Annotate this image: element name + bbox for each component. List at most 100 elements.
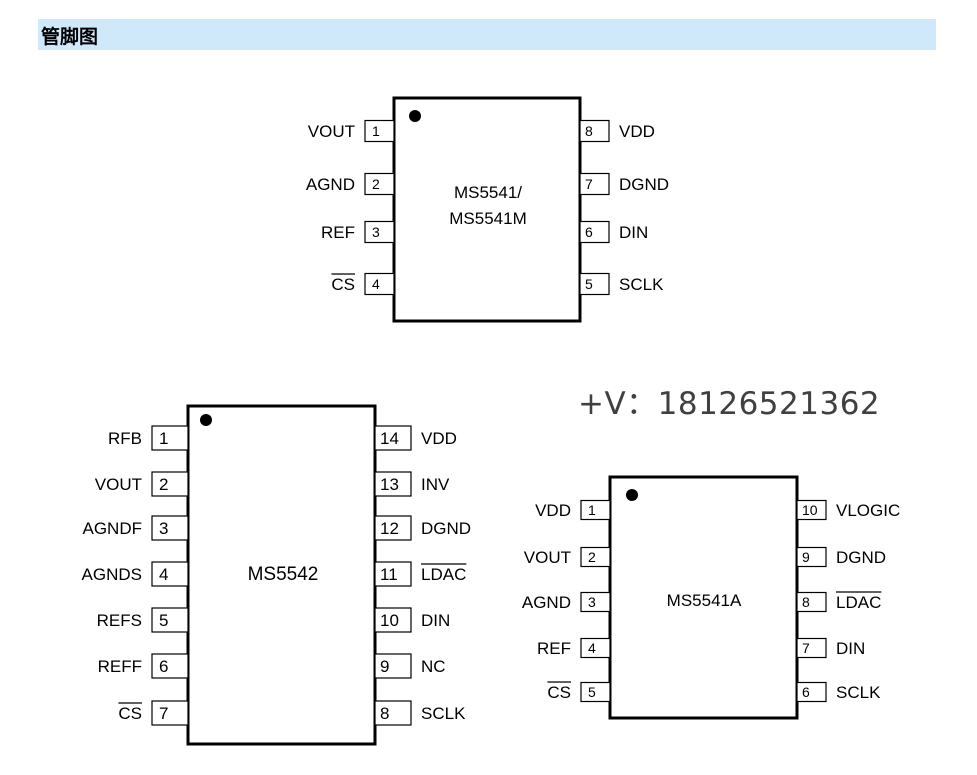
chip-body (392, 96, 582, 323)
pin-number: 1 (588, 502, 596, 518)
pin-box (151, 700, 189, 726)
pin-box (374, 653, 412, 679)
contact-number: +V：18126521362 (578, 386, 881, 422)
pin1-marker-dot (409, 110, 421, 122)
pin-label: LDAC (421, 565, 466, 584)
pin-label: VOUT (524, 548, 571, 567)
pin-cs: 5 CS (547, 681, 611, 703)
pin-dgnd: 12 DGND (374, 515, 471, 541)
section-title: 管脚图 (41, 26, 99, 48)
pin-box (374, 425, 412, 451)
pin-number: 7 (585, 176, 593, 192)
pin-label: DGND (619, 175, 669, 194)
pin-number: 5 (588, 684, 596, 700)
pin-label: VOUT (308, 122, 355, 141)
pin-number: 2 (588, 549, 596, 565)
chip-name: MS5541A (667, 591, 742, 610)
pin-din: 10 DIN (374, 607, 450, 633)
pin-number: 4 (372, 276, 380, 292)
pin-box (151, 515, 189, 541)
pin-number: 3 (588, 594, 596, 610)
pin-number: 10 (380, 611, 399, 630)
pin-box (374, 700, 412, 726)
pin-number: 14 (380, 429, 399, 448)
pin-vout: 2 VOUT (524, 546, 611, 568)
pin-label: NC (421, 657, 446, 676)
pin-box (374, 607, 412, 633)
chip-name: MS5541M (449, 209, 526, 228)
pin-ldac: 11 LDAC (374, 561, 467, 587)
pin-label: CS (547, 683, 571, 702)
pin-box (579, 220, 610, 244)
pin-sclk: 8 SCLK (374, 700, 466, 726)
pin-number: 6 (802, 684, 810, 700)
pin-ref: 4 REF (537, 637, 611, 659)
pin-number: 5 (159, 611, 168, 630)
pin-vdd: 8 VDD (579, 119, 655, 143)
pin-box (796, 591, 827, 613)
pin-number: 7 (802, 640, 810, 656)
pin-label: AGNDF (83, 519, 143, 538)
pin-number: 8 (585, 123, 593, 139)
pin-box (364, 172, 395, 196)
pin-label: DIN (836, 639, 865, 658)
pin-number: 9 (802, 549, 810, 565)
section-header: 管脚图 (38, 19, 936, 50)
pin-cs: 4CS (331, 272, 395, 296)
pin-number: 2 (372, 176, 380, 192)
pin-box (151, 425, 189, 451)
pin-box (579, 172, 610, 196)
pin-box (374, 515, 412, 541)
pin-label: VOUT (95, 475, 142, 494)
pin-box (580, 546, 611, 568)
pin-box (580, 637, 611, 659)
pin-label: RFB (108, 429, 142, 448)
pin-label: DIN (421, 611, 450, 630)
pin-refs: 5 REFS (97, 607, 189, 633)
pin-number: 11 (380, 565, 398, 584)
pin-box (374, 471, 412, 497)
pin-label: DGND (421, 519, 471, 538)
pin-dgnd: 7 DGND (579, 172, 669, 196)
pin-din: 7 DIN (796, 637, 865, 659)
chip-body (186, 404, 377, 746)
pin-label: AGND (522, 593, 571, 612)
pin-number: 12 (380, 519, 399, 538)
pin-box (580, 499, 611, 521)
pin-label: REFF (98, 657, 142, 676)
pin-label: VDD (619, 122, 655, 141)
chip-name: MS5541/ (454, 183, 522, 202)
pin-label: REF (537, 639, 571, 658)
pin-box (151, 607, 189, 633)
pin-number: 4 (159, 565, 168, 584)
pin-label: INV (421, 475, 450, 494)
pin-label: CS (118, 704, 142, 723)
pin-box (364, 272, 395, 296)
pin-number: 4 (588, 640, 596, 656)
pin-number: 3 (159, 519, 168, 538)
pin-label: SCLK (421, 704, 466, 723)
pin-number: 1 (372, 123, 380, 139)
pin-box (151, 471, 189, 497)
pin-box (151, 653, 189, 679)
pin-cs: 7 CS (118, 700, 189, 726)
pin-number: 3 (372, 224, 380, 240)
pin-number: 6 (585, 224, 593, 240)
pin-box (364, 220, 395, 244)
pin-number: 7 (159, 704, 168, 723)
pin-label: REFS (97, 611, 142, 630)
pin-label: DIN (619, 223, 648, 242)
pin-label: VLOGIC (836, 501, 900, 520)
pin-number: 8 (802, 594, 810, 610)
pin-number: 8 (380, 704, 389, 723)
pin-box (796, 637, 827, 659)
pin-din: 6 DIN (579, 220, 648, 244)
